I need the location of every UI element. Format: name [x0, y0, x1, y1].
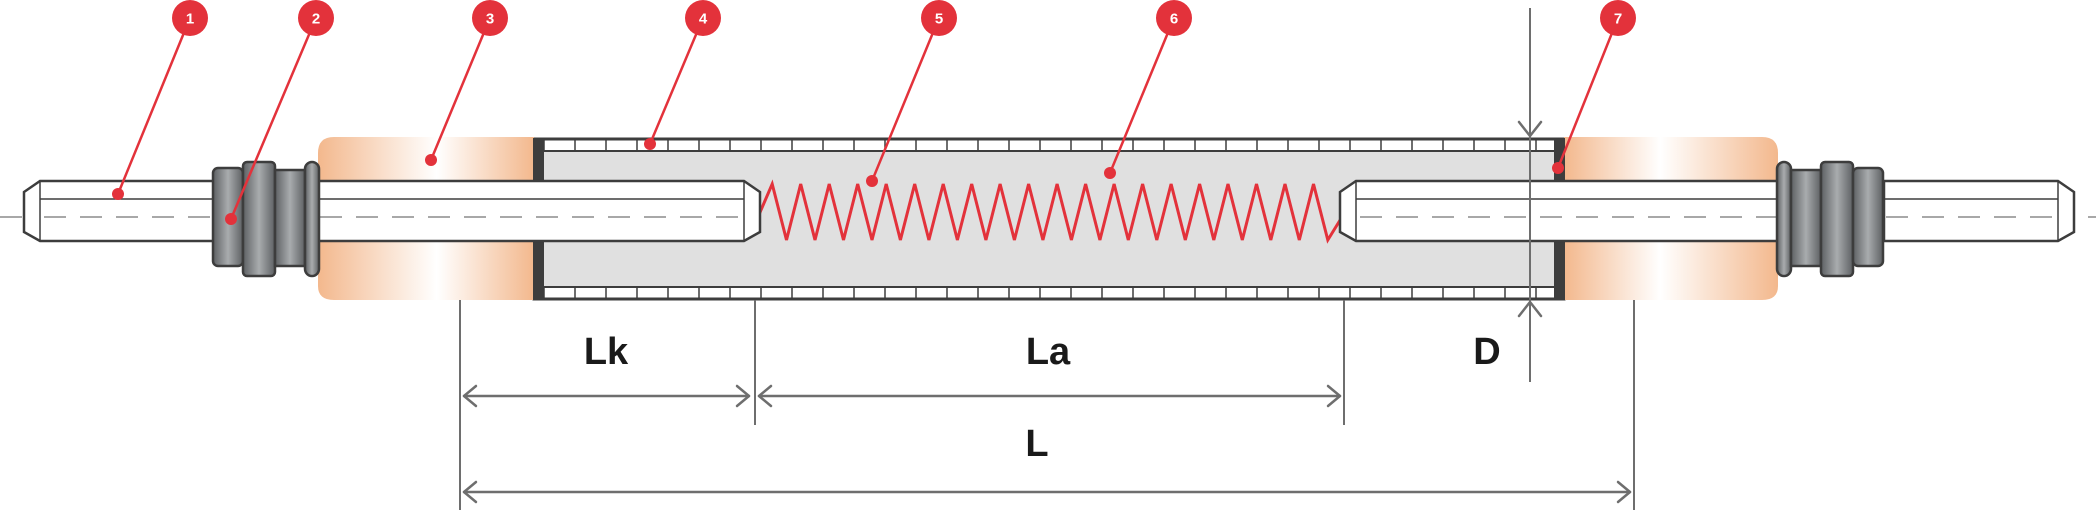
dim-arrow-lk: [462, 384, 751, 408]
terminal-block-right-bottom: [1564, 240, 1778, 300]
callout-badge-7: [1600, 0, 1636, 36]
callout-badge-3: [472, 0, 508, 36]
callout-number-6: 6: [1170, 11, 1178, 28]
callout-number-3: 3: [486, 11, 494, 28]
callout-7: 7: [1552, 0, 1636, 174]
terminal-block-right-top: [1564, 137, 1778, 184]
housing-hatch-bottom: [543, 287, 1537, 299]
callout-2: 2: [225, 0, 334, 225]
callout-4: 4: [644, 0, 721, 150]
dimension-extension-lines: [459, 8, 1635, 510]
callout-dot-7: [1552, 162, 1564, 174]
cold-pin-right: [1338, 179, 1780, 243]
nut-assembly-right: [1775, 160, 1885, 278]
callout-number-1: 1: [186, 11, 194, 28]
callout-number-7: 7: [1614, 11, 1622, 28]
callout-badge-6: [1156, 0, 1192, 36]
callout-6: 6: [1104, 0, 1192, 179]
callout-dot-5: [866, 175, 878, 187]
callout-badge-1: [172, 0, 208, 36]
terminal-pin-right: [1882, 179, 2076, 243]
callout-number-4: 4: [699, 11, 708, 28]
dimension-label-l: L: [1025, 423, 1048, 465]
dimension-label-la: La: [1026, 331, 1071, 373]
callout-number-2: 2: [312, 11, 320, 28]
callout-badge-4: [685, 0, 721, 36]
housing-hatch-top: [543, 139, 1537, 151]
cold-pin-left: [316, 179, 762, 243]
callout-5: 5: [866, 0, 957, 187]
callout-dot-2: [225, 213, 237, 225]
dimension-label-d: D: [1473, 331, 1500, 373]
nut-assembly-left: [211, 160, 321, 278]
dim-arrow-d: [1517, 120, 1543, 318]
dim-arrow-l: [462, 480, 1632, 504]
terminal-block-left-bottom: [318, 240, 534, 300]
callout-1: 1: [112, 0, 208, 200]
dimension-label-lk: Lk: [584, 331, 629, 373]
callout-dot-4: [644, 138, 656, 150]
callout-dot-6: [1104, 167, 1116, 179]
callout-dot-1: [112, 188, 124, 200]
dim-arrow-la: [757, 384, 1342, 408]
callout-badge-2: [298, 0, 334, 36]
callout-number-5: 5: [935, 11, 943, 28]
callout-3: 3: [425, 0, 508, 166]
dimension-arrows: [462, 120, 1632, 504]
heating-coil: [756, 179, 1344, 244]
callout-dot-3: [425, 154, 437, 166]
callout-badge-5: [921, 0, 957, 36]
